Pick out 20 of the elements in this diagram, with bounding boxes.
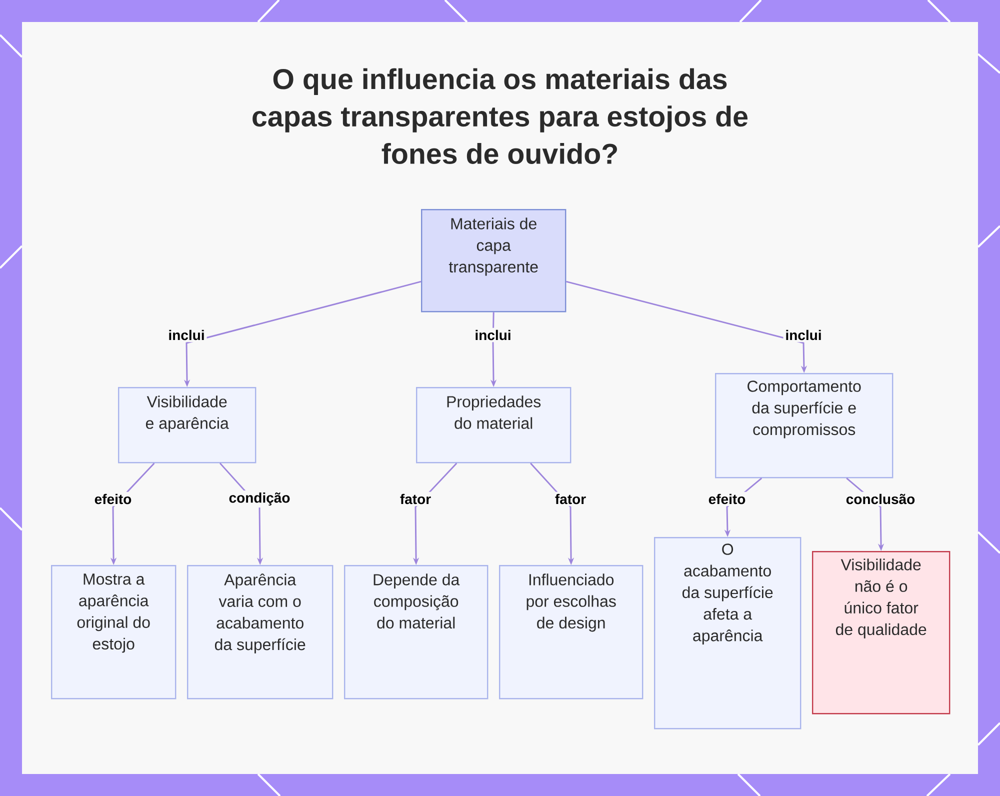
edge-label: fator: [552, 492, 588, 506]
edge-label: conclusão: [844, 492, 918, 506]
edge-label: fator: [398, 492, 434, 506]
edge-label: inclui: [166, 328, 207, 342]
edge-label: inclui: [472, 328, 514, 342]
edge-label: efeito: [706, 492, 748, 506]
concept-box: Depende da composição do material: [344, 565, 488, 700]
concept-box: Mostra a aparência original do estojo: [51, 565, 176, 700]
concept-box: Influenciado por escolhas de design: [499, 565, 644, 700]
concept-box: Aparência varia com o acabamento da superfície: [187, 565, 334, 700]
edge-label: inclui: [783, 328, 824, 342]
root-box: Materiais de capa transparente: [421, 209, 566, 312]
highlighted-box: Visibilidade não é o único fator de qualidade: [812, 551, 950, 714]
concept-box: Visibilidade e aparência: [118, 387, 256, 464]
concept-box: O acabamento da superfície afeta a aparência: [654, 537, 802, 730]
title: O que influencia os materiais das capas transparentes para estojos de fones de ouvido?: [252, 68, 748, 164]
concept-box: Propriedades do material: [416, 387, 572, 464]
edge-label: efeito: [92, 492, 134, 506]
concept-box: Comportamento da superfície e compromissos: [715, 373, 894, 478]
edge-label: condição: [226, 490, 292, 508]
